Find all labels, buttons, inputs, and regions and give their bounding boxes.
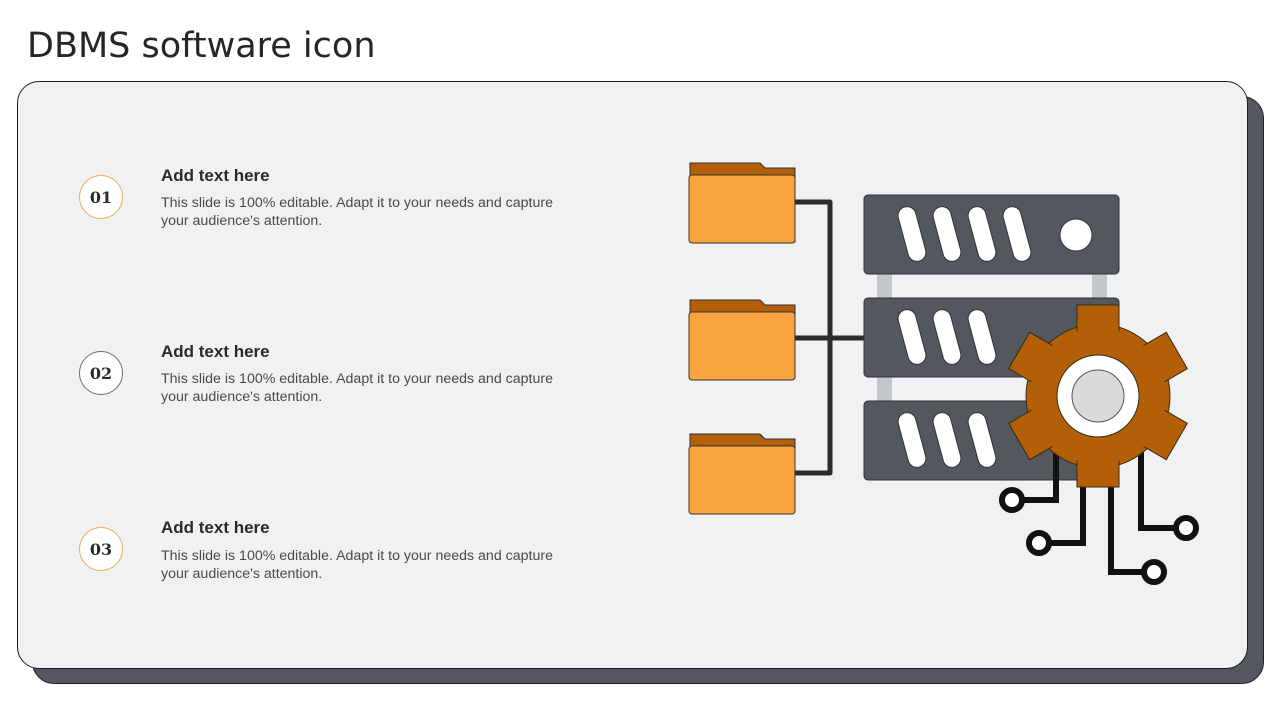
item-heading-1: Add text here <box>161 166 270 185</box>
item-heading-3: Add text here <box>161 518 270 537</box>
item-text-2: This slide is 100% editable. Adapt it to… <box>161 371 553 405</box>
folder-icon <box>688 162 796 244</box>
folder-icon <box>688 299 796 381</box>
dbms-illustration <box>688 162 1199 585</box>
list-item-1: 01 Add text here This slide is 100% edit… <box>18 82 618 229</box>
number-badge-2: 02 <box>79 351 123 395</box>
gear-icon <box>1008 304 1188 488</box>
connector-lines <box>795 199 866 476</box>
number-badge-1: 01 <box>79 175 123 219</box>
circuit-icon <box>999 440 1199 585</box>
item-text-1: This slide is 100% editable. Adapt it to… <box>161 195 553 229</box>
list-item-3: 03 Add text here This slide is 100% edit… <box>18 82 618 582</box>
folder-icon <box>688 433 796 515</box>
item-text-3: This slide is 100% editable. Adapt it to… <box>161 548 553 582</box>
page-title: DBMS software icon <box>27 26 376 66</box>
list-item-2: 02 Add text here This slide is 100% edit… <box>18 82 618 405</box>
number-badge-3: 03 <box>79 527 123 571</box>
item-heading-2: Add text here <box>161 342 270 361</box>
